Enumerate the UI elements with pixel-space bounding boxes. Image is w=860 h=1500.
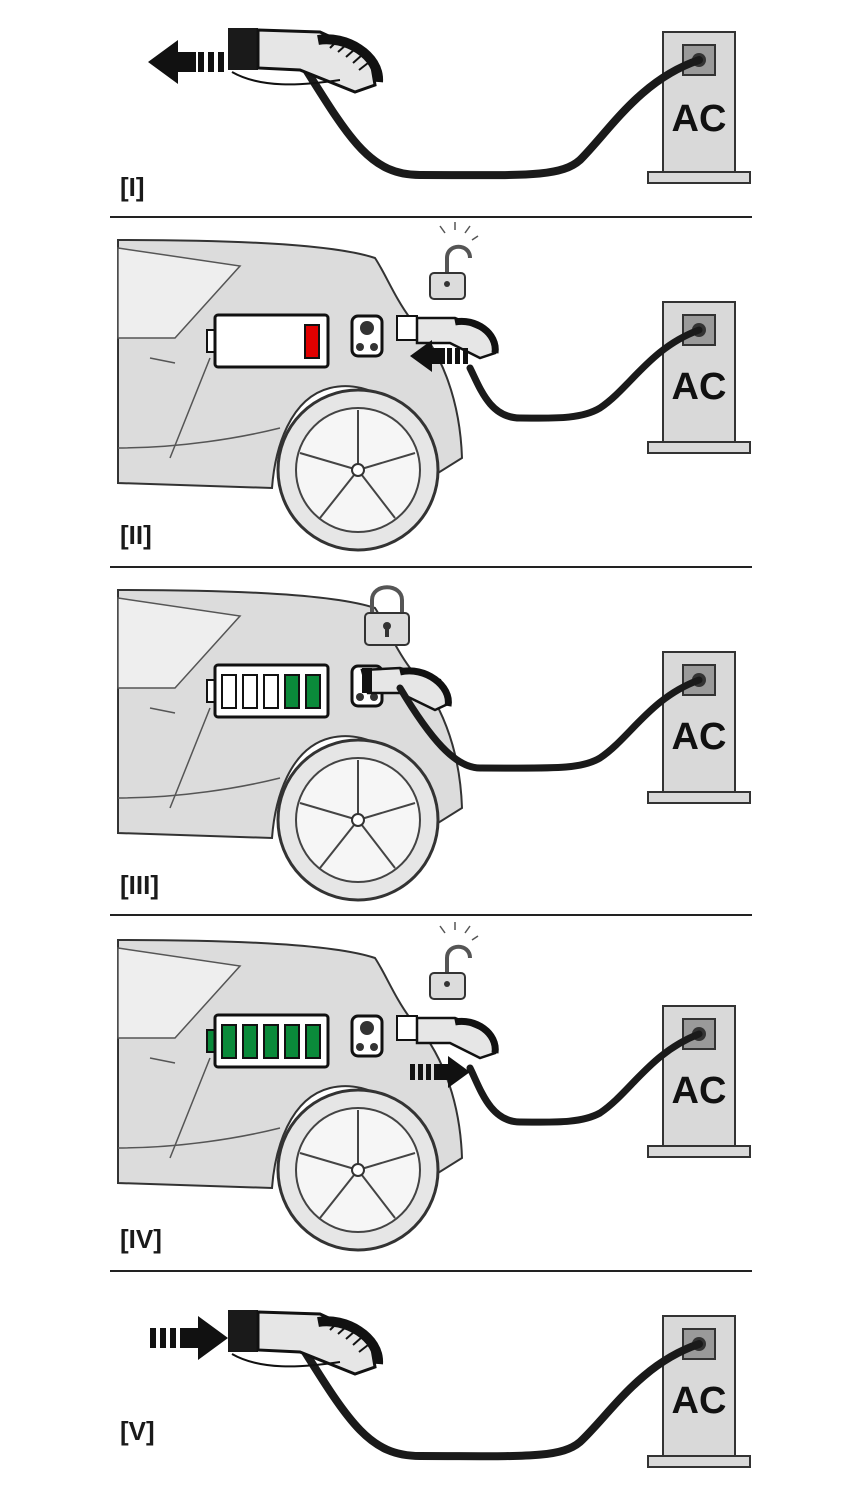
step-4-illustration	[117, 922, 751, 1252]
charging-cable	[296, 1340, 703, 1461]
charging-station	[647, 31, 751, 184]
step-2-panel: AC [II]	[0, 218, 860, 566]
divider	[110, 1270, 752, 1272]
plug-arrow-icon	[410, 1056, 470, 1088]
step-2-illustration	[117, 222, 751, 552]
charging-cable	[466, 1030, 703, 1126]
unlocked-padlock-icon	[429, 222, 479, 300]
step-1-illustration	[148, 28, 751, 184]
charging-cable	[466, 326, 703, 422]
divider	[110, 216, 752, 218]
step-3-panel: AC [III]	[0, 568, 860, 916]
step-label: [IV]	[120, 1224, 162, 1254]
step-label: [I]	[120, 172, 145, 202]
charging-cable	[396, 676, 703, 772]
wheel	[276, 1088, 440, 1252]
charging-cable	[296, 56, 703, 180]
divider	[110, 566, 752, 568]
charging-plug	[396, 315, 499, 360]
battery-icon	[206, 663, 330, 719]
charging-plug	[396, 1015, 499, 1060]
station-label: AC	[671, 1380, 727, 1422]
step-3-illustration	[117, 585, 751, 902]
charging-plug	[228, 1310, 383, 1376]
charging-station	[647, 301, 751, 454]
station-label: AC	[671, 366, 727, 408]
unplug-arrow-icon	[148, 40, 224, 84]
step-4-panel: AC [IV]	[0, 918, 860, 1270]
charging-socket	[350, 1014, 384, 1058]
step-5-illustration	[150, 1310, 751, 1468]
wheel	[276, 738, 440, 902]
plug-arrow-icon	[150, 1316, 228, 1360]
charging-station	[647, 651, 751, 804]
station-label: AC	[671, 716, 727, 758]
battery-icon	[206, 1013, 330, 1069]
locked-padlock-icon	[364, 585, 410, 646]
step-5-panel: AC [V]	[0, 1274, 860, 1494]
wheel	[276, 388, 440, 552]
charging-socket	[350, 314, 384, 358]
step-label: [V]	[120, 1416, 155, 1446]
unlocked-padlock-icon	[429, 922, 479, 1000]
step-1-panel: AC [I]	[0, 0, 860, 215]
unplug-arrow-icon	[410, 340, 468, 372]
station-label: AC	[671, 98, 727, 140]
step-label: [II]	[120, 520, 152, 550]
step-label: [III]	[120, 870, 159, 900]
divider	[110, 914, 752, 916]
charging-plug	[228, 28, 383, 94]
battery-icon	[206, 313, 330, 369]
charging-plug	[360, 666, 452, 712]
station-label: AC	[671, 1070, 727, 1112]
